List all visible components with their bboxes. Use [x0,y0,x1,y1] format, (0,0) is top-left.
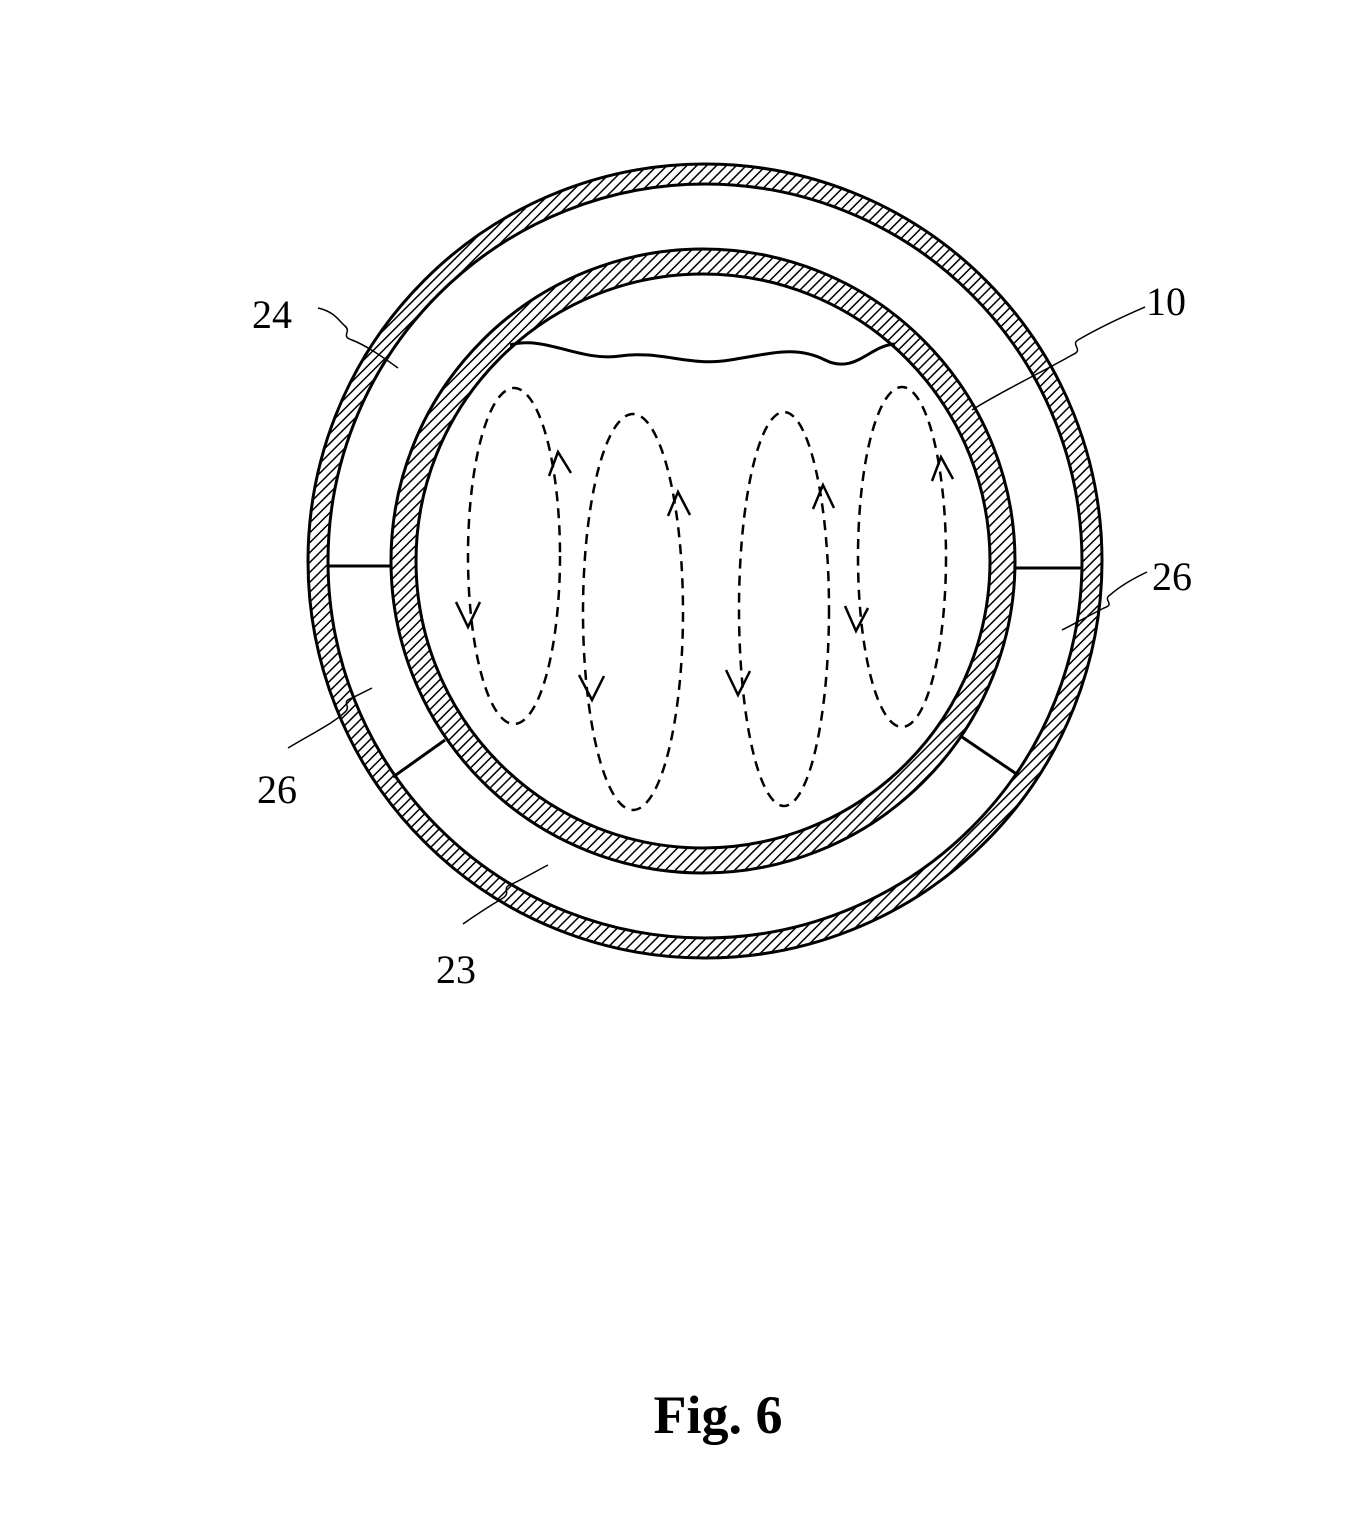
inner-vessel [391,249,1015,873]
label-26-right: 26 [1152,554,1192,599]
figure-caption: Fig. 6 [654,1385,783,1445]
label-10: 10 [1146,279,1186,324]
label-24: 24 [252,292,292,337]
label-23: 23 [436,947,476,992]
label-26-left: 26 [257,767,297,812]
